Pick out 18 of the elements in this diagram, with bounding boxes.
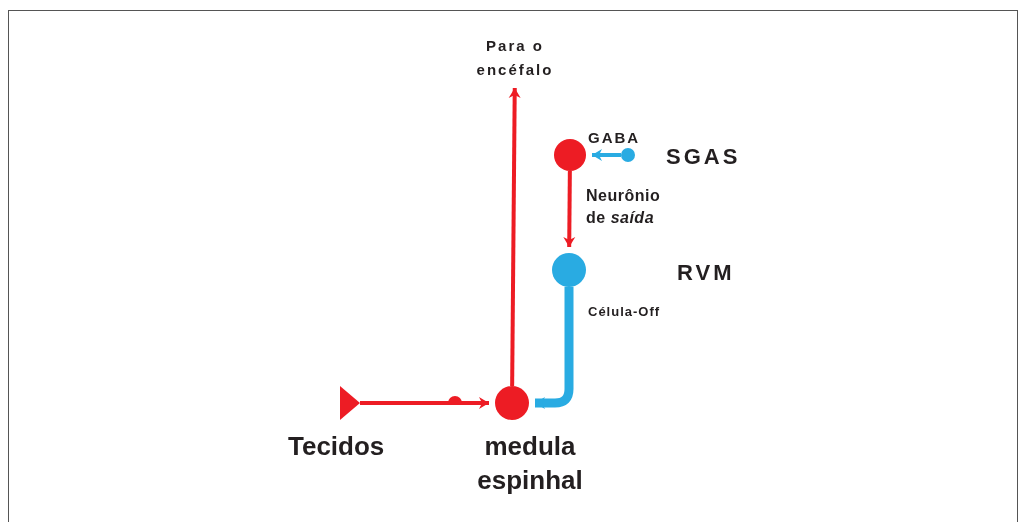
arrow <box>592 149 621 161</box>
arrow <box>535 287 574 409</box>
neuron-body <box>552 253 586 287</box>
arrow <box>508 88 521 386</box>
region-label: SGAS <box>666 144 741 170</box>
edge-label: Célula-Off <box>588 303 661 321</box>
interneuron-dot <box>621 148 635 162</box>
destination-label: Para o encéfalo <box>475 36 555 80</box>
neuron-body <box>554 139 586 171</box>
arrow <box>360 397 489 409</box>
edge-label: GABA <box>588 128 641 148</box>
neuron-body <box>495 386 529 420</box>
nerve-ending-triangle <box>340 386 360 420</box>
region-label: RVM <box>677 260 735 286</box>
arrow <box>563 171 576 248</box>
region-label: medula espinhal <box>476 430 584 497</box>
edge-label: Neurônio de saída <box>586 186 662 229</box>
region-label: Tecidos <box>288 430 385 463</box>
